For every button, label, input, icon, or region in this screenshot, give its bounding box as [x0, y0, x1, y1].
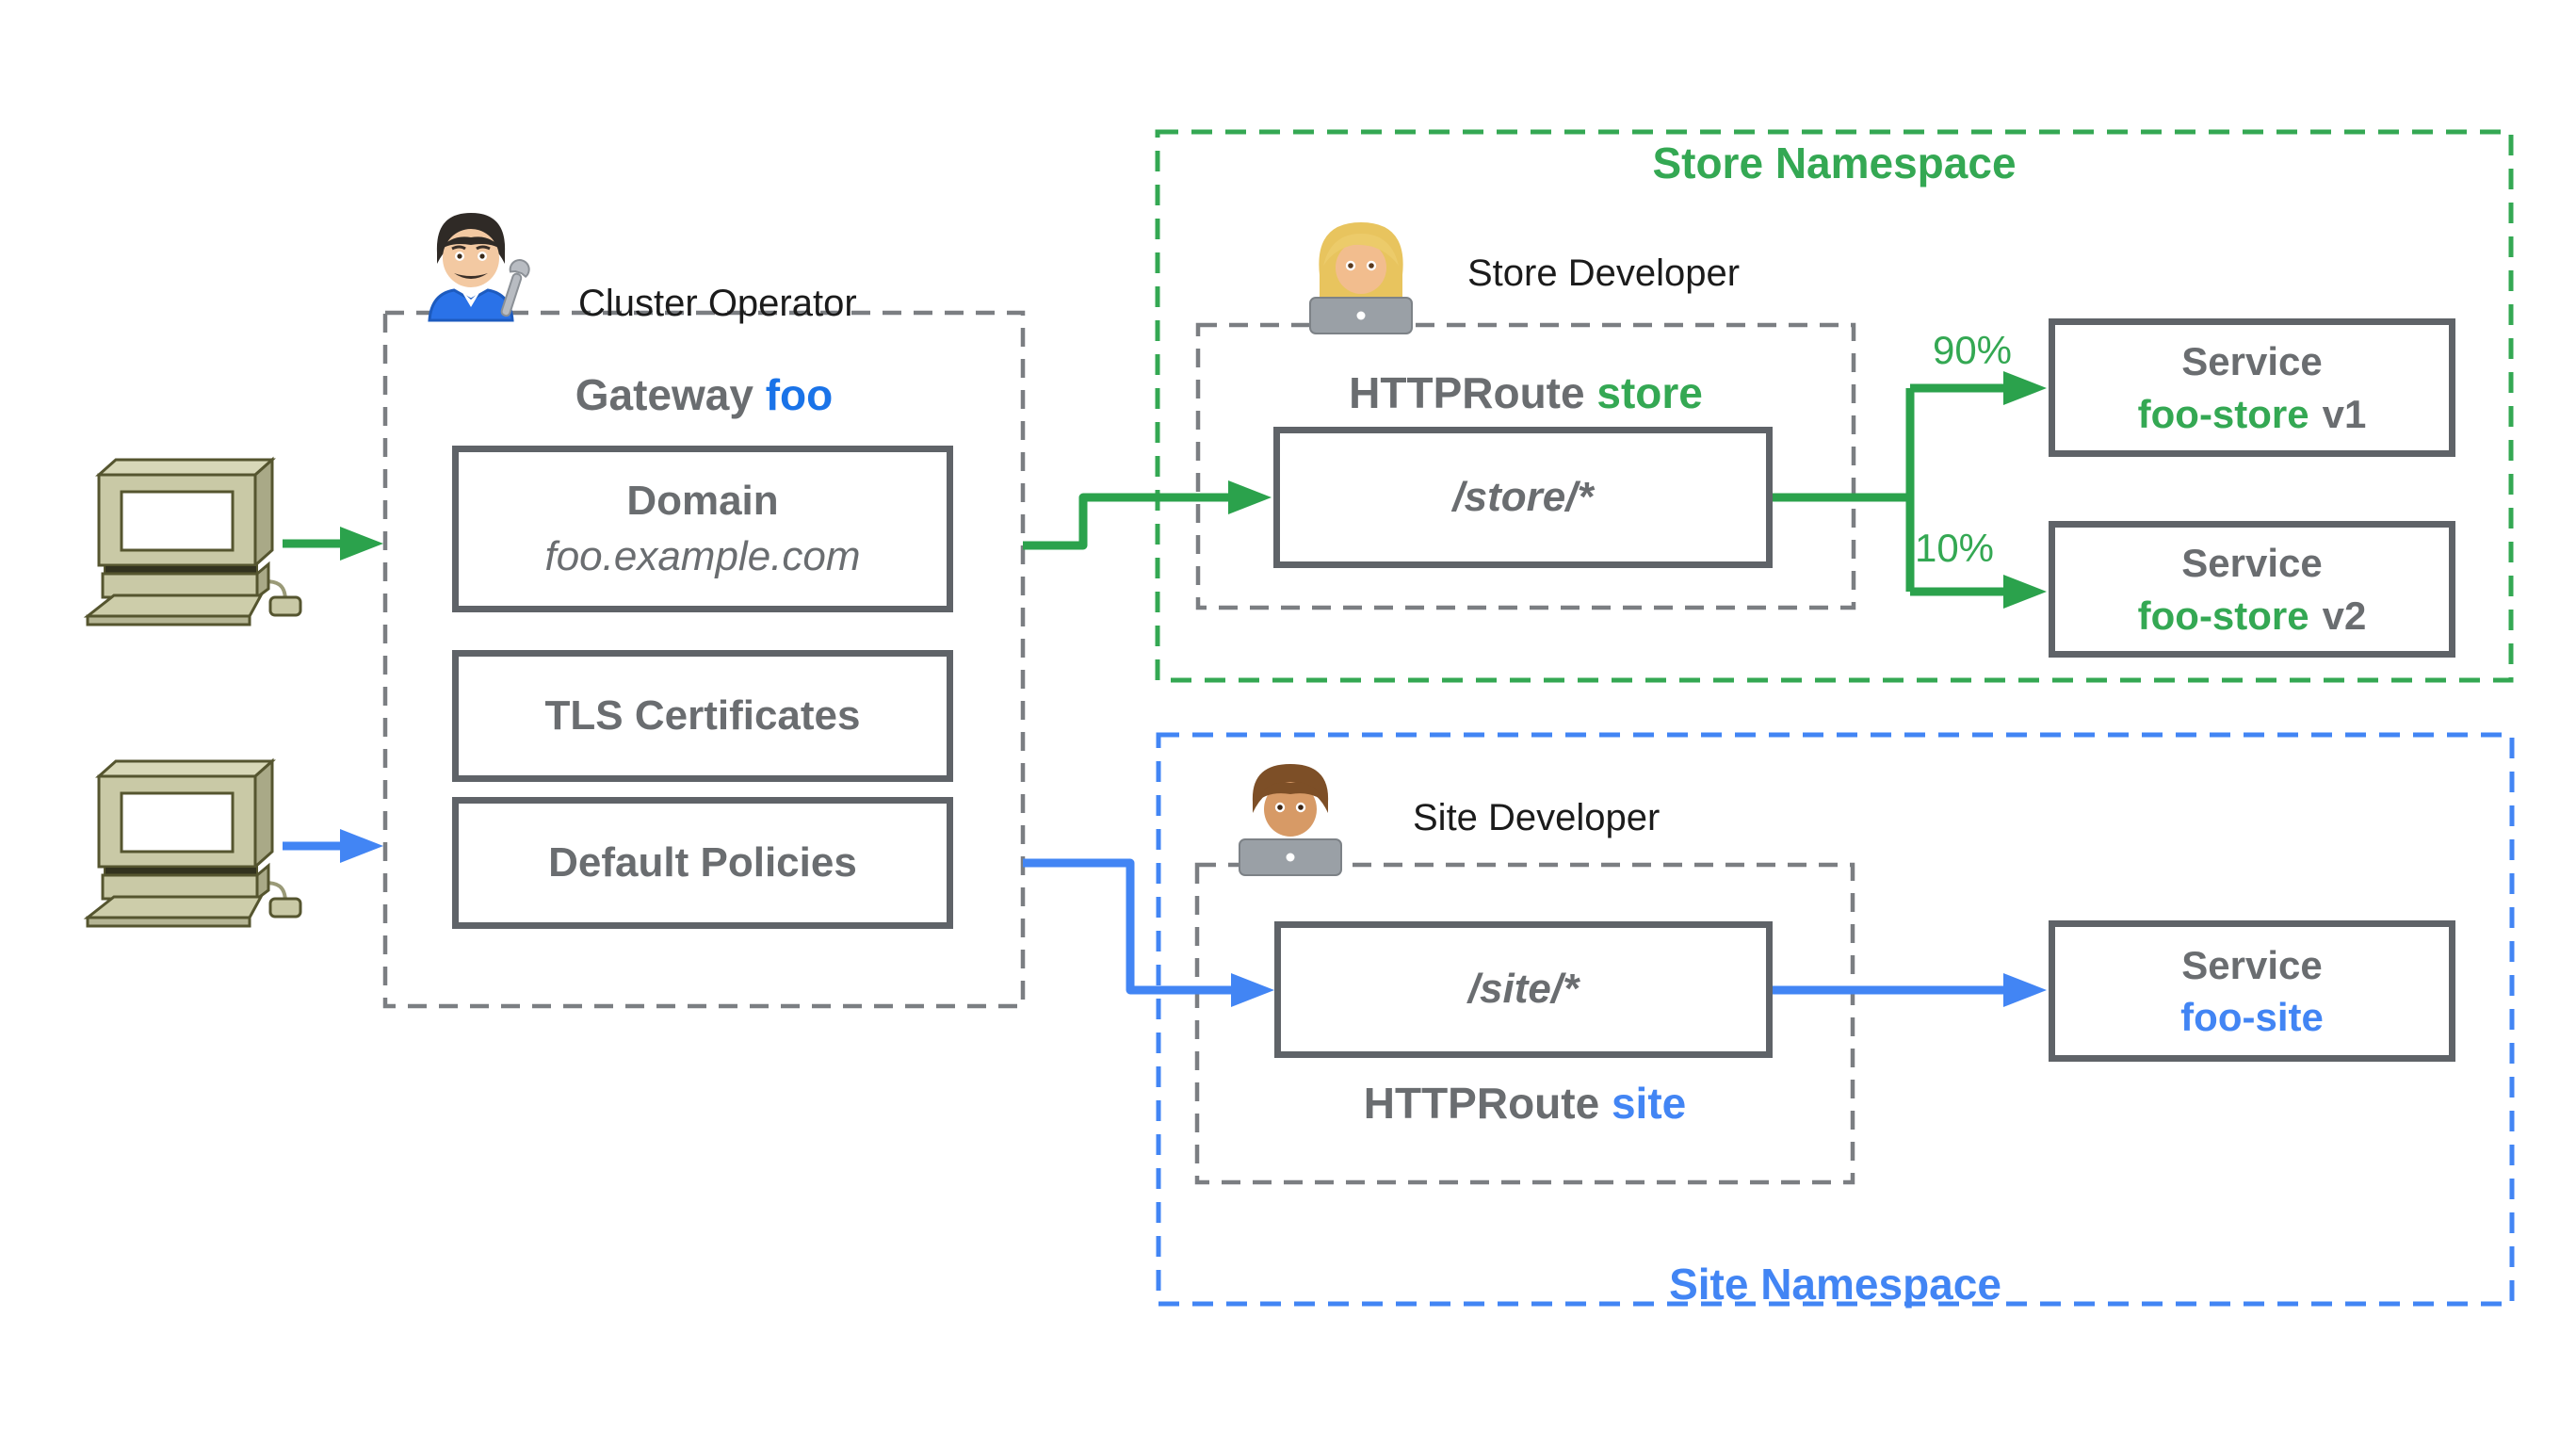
- domain-box: Domain foo.example.com: [452, 446, 953, 612]
- man-mechanic-icon: [428, 213, 530, 322]
- service-v2-name: foo-store: [2137, 593, 2309, 638]
- domain-box-title: Domain: [626, 478, 779, 525]
- httproute-site-prefix: HTTPRoute: [1363, 1079, 1612, 1128]
- service-v1-label: Service: [2181, 339, 2323, 384]
- woman-technologist-icon: [1309, 222, 1413, 334]
- traffic-split-10-label: 10%: [1914, 526, 1995, 570]
- default-policies-label: Default Policies: [548, 838, 857, 886]
- store-namespace-dashed-box: [1155, 129, 2514, 683]
- green-traffic-arrows: [283, 383, 2005, 596]
- man-technologist-icon: [1239, 764, 1342, 876]
- blue-arrowheads: [340, 829, 2047, 1007]
- service-v2-version: v2: [2322, 593, 2367, 638]
- service-foo-store-v1-box: Service foo-store v1: [2049, 318, 2455, 457]
- blue-traffic-arrows: [283, 841, 2005, 995]
- site-path-value: /site/*: [1467, 966, 1580, 1013]
- default-policies-box: Default Policies: [452, 797, 953, 929]
- green-arrow-route-to-services: [1773, 383, 2005, 596]
- traffic-split-90-label: 90%: [1932, 328, 2013, 372]
- site-namespace-title: Site Namespace: [1669, 1260, 2001, 1309]
- httproute-store-name: store: [1596, 368, 1703, 417]
- store-path-box: /store/*: [1273, 427, 1773, 568]
- service-v1-name: foo-store: [2137, 391, 2309, 436]
- service-v1-version: v1: [2322, 391, 2367, 436]
- service-foo-store-v2-box: Service foo-store v2: [2049, 521, 2455, 658]
- store-path-value: /store/*: [1452, 473, 1594, 520]
- httproute-store-dashed-box: [1195, 322, 1856, 610]
- site-path-box: /site/*: [1274, 921, 1773, 1058]
- site-developer-label: Site Developer: [1413, 797, 1661, 838]
- blue-arrow-gateway-to-site-route: [1023, 858, 1233, 995]
- gateway-title: Gateway foo: [385, 369, 1023, 420]
- httproute-site-name: site: [1611, 1079, 1687, 1128]
- tls-certificates-box: TLS Certificates: [452, 650, 953, 782]
- green-arrowheads: [340, 371, 2047, 609]
- service-v2-name-line: foo-store v2: [2138, 590, 2367, 642]
- gateway-title-prefix: Gateway: [575, 370, 766, 419]
- httproute-site-title: HTTPRoute site: [1197, 1078, 1853, 1129]
- client-2-computer-icon: [86, 759, 302, 928]
- service-site-name: foo-site: [2180, 995, 2324, 1039]
- site-namespace-dashed-box: [1156, 732, 2515, 1307]
- green-arrow-gateway-to-store-route: [1023, 493, 1230, 550]
- httproute-store-title: HTTPRoute store: [1198, 367, 1854, 418]
- service-site-label: Service: [2181, 942, 2323, 987]
- domain-box-value: foo.example.com: [544, 532, 861, 579]
- service-v1-name-line: foo-store v1: [2138, 388, 2367, 440]
- tls-certificates-label: TLS Certificates: [544, 691, 861, 739]
- gateway-name: foo: [765, 370, 834, 419]
- httproute-store-prefix: HTTPRoute: [1349, 368, 1597, 417]
- client-1-computer-icon: [86, 458, 302, 626]
- gateway-dashed-box: [382, 310, 1026, 1009]
- service-v2-label: Service: [2181, 541, 2323, 586]
- store-namespace-title: Store Namespace: [1652, 138, 2017, 187]
- store-developer-label: Store Developer: [1467, 252, 1741, 294]
- httproute-site-dashed-box: [1194, 862, 1855, 1185]
- cluster-operator-label: Cluster Operator: [578, 283, 857, 324]
- service-foo-site-box: Service foo-site: [2049, 920, 2455, 1062]
